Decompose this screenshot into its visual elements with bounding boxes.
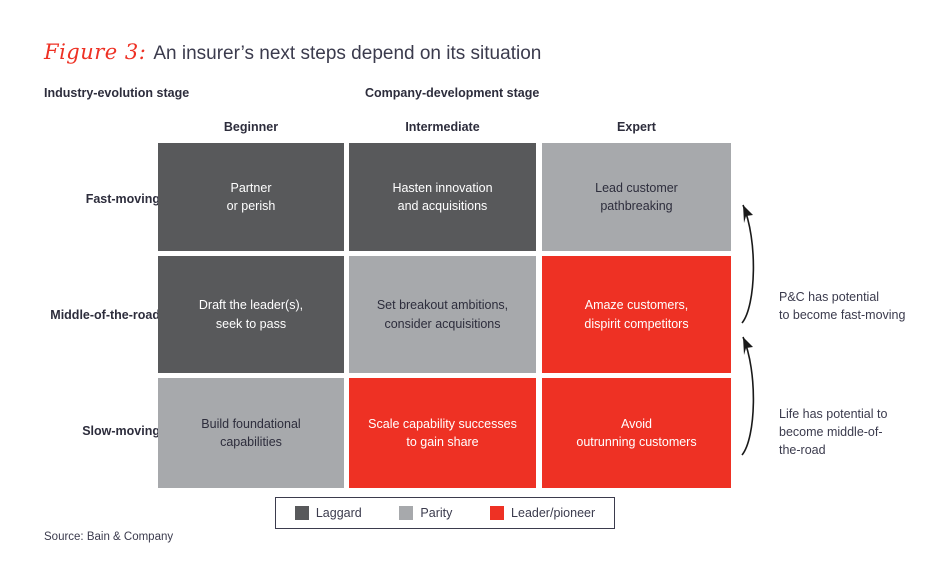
column-header-beginner: Beginner — [223, 120, 279, 134]
matrix-cell: Set breakout ambitions,consider acquisit… — [349, 256, 536, 373]
curved-up-arrow-icon — [741, 204, 755, 324]
legend-swatch-icon — [399, 506, 414, 520]
matrix-cell-text: Set breakout ambitions,consider acquisit… — [376, 298, 509, 331]
legend-item-parity: Parity — [399, 506, 452, 520]
column-header-expert: Expert — [617, 120, 656, 134]
matrix-cell-text: Amaze customers,dispirit competitors — [584, 298, 689, 331]
legend: Laggard Parity Leader/pioneer — [275, 497, 615, 529]
column-axis-caption: Company-development stage — [365, 86, 540, 100]
row-header-slow-moving: Slow-moving — [82, 424, 160, 438]
page-title: Figure 3: An insurer’s next steps depend … — [44, 40, 541, 66]
arrowhead-icon — [743, 205, 753, 223]
row-header-middle-of-the-road: Middle-of-the-road — [50, 308, 160, 322]
column-header-intermediate: Intermediate — [405, 120, 480, 134]
figure-number-label: Figure 3: — [44, 40, 147, 64]
legend-label: Laggard — [315, 506, 362, 520]
matrix-cell: Draft the leader(s),seek to pass — [158, 256, 344, 373]
row-header-fast-moving: Fast-moving — [85, 192, 160, 206]
arrowhead-icon — [743, 337, 753, 355]
annotation-arrows — [720, 180, 780, 480]
legend-label: Parity — [420, 506, 453, 520]
matrix-cell-text: Draft the leader(s),seek to pass — [198, 298, 304, 331]
row-axis-caption: Industry-evolution stage — [44, 86, 190, 100]
matrix-cell: Amaze customers,dispirit competitors — [542, 256, 731, 373]
source-note: Source: Bain & Company — [44, 531, 174, 543]
legend-swatch-icon — [490, 506, 505, 520]
legend-label: Leader/pioneer — [511, 506, 596, 520]
curved-up-arrow-icon — [741, 336, 755, 456]
figure-headline: An insurer’s next steps depend on its si… — [153, 43, 542, 64]
legend-swatch-icon — [294, 506, 309, 520]
legend-item-leader-pioneer: Leader/pioneer — [490, 506, 595, 520]
legend-item-laggard: Laggard — [294, 506, 362, 520]
